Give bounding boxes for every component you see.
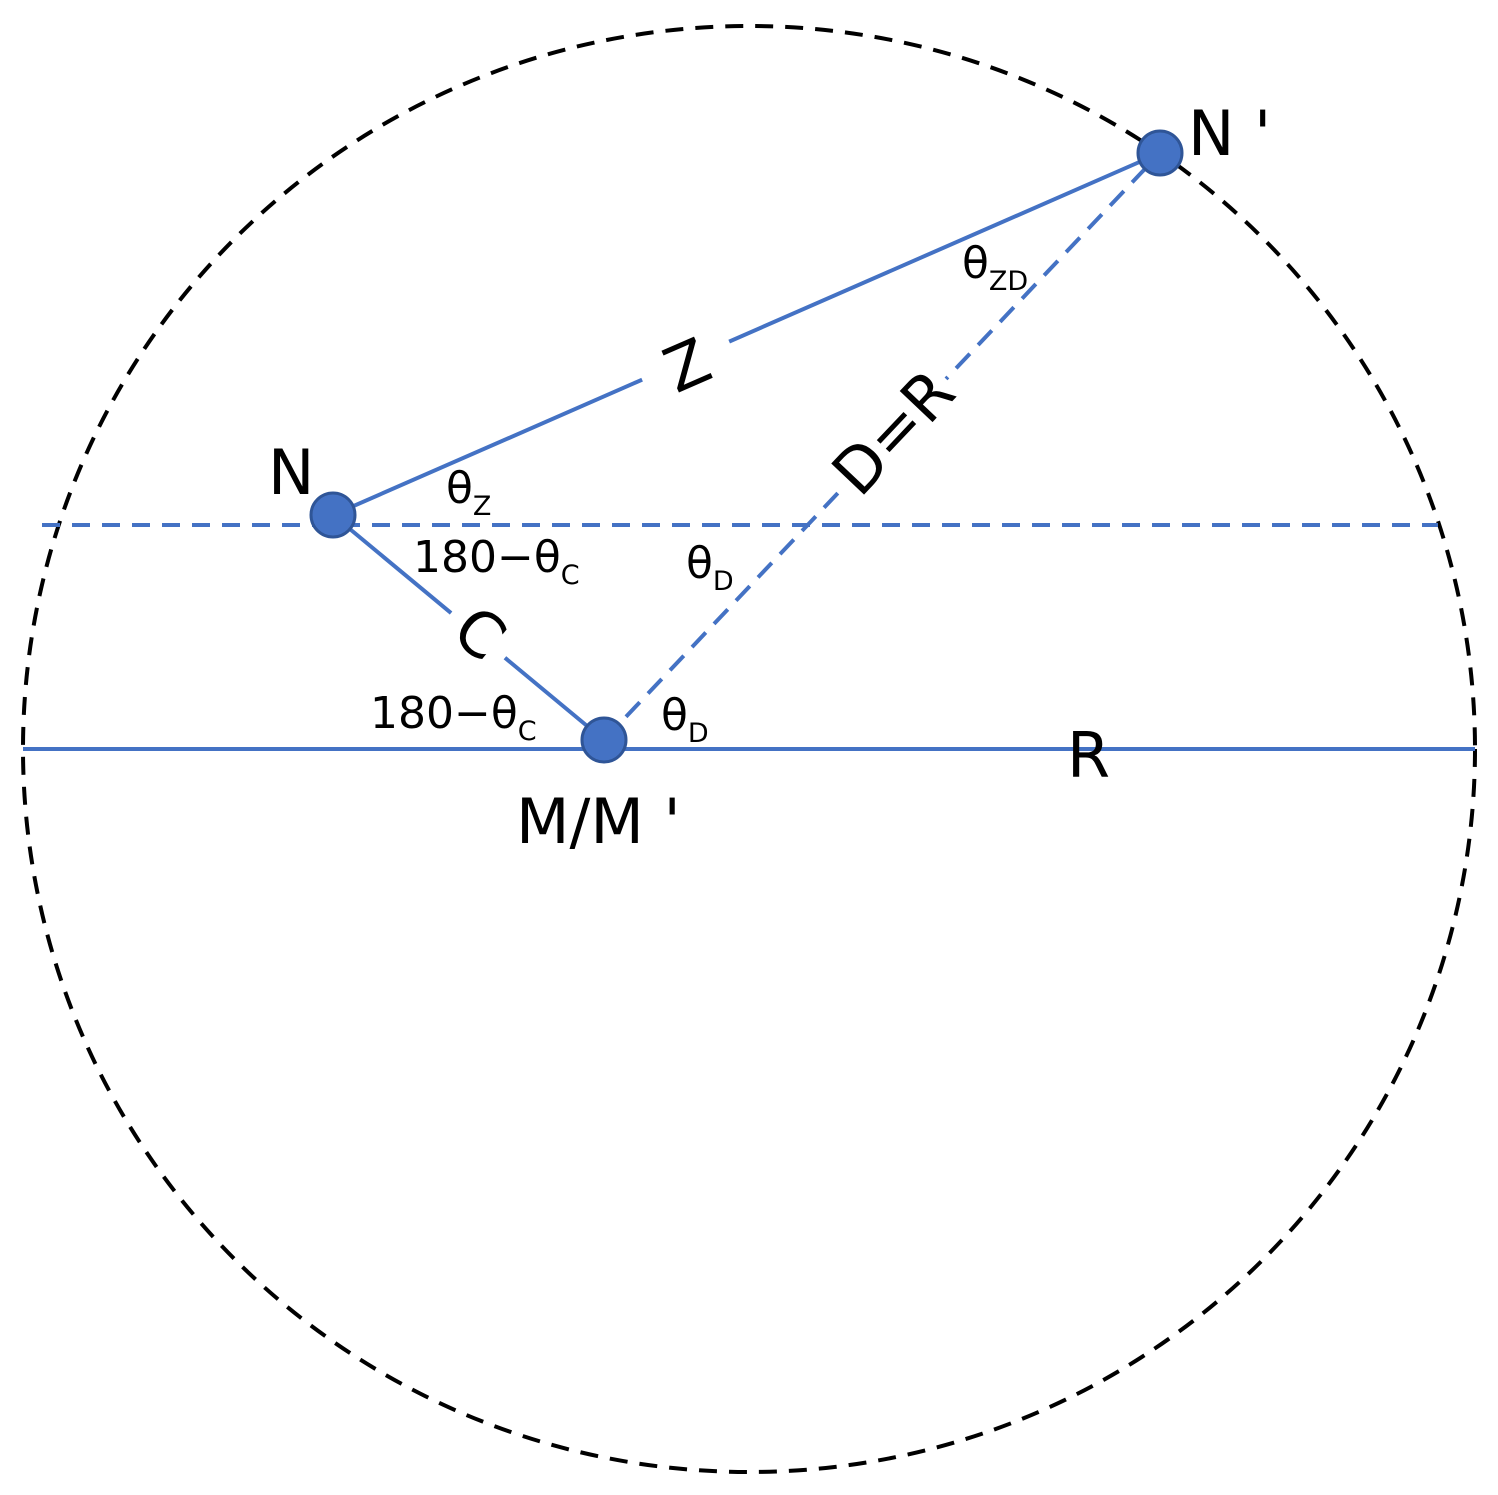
angle-theta-d-upper: θD xyxy=(686,538,734,597)
segment-z-label-gap xyxy=(628,310,747,420)
point-n-prime xyxy=(1136,129,1184,177)
label-r: R xyxy=(1067,719,1110,792)
label-c: C xyxy=(440,591,520,675)
segment-d-label-gap xyxy=(815,352,971,512)
angle-180-theta-c-lower: 180−θC xyxy=(370,688,537,747)
point-m xyxy=(580,716,628,764)
label-m: M/M ' xyxy=(516,785,681,858)
angle-180-theta-c-upper: 180−θC xyxy=(413,532,580,591)
angle-theta-z: θZ xyxy=(446,463,491,522)
label-n: N xyxy=(268,436,314,509)
angle-theta-zd: θZD xyxy=(962,238,1028,297)
point-n xyxy=(309,491,357,539)
segment-z xyxy=(332,151,1161,517)
segment-c-label-gap xyxy=(431,585,529,681)
angle-theta-d-lower: θD xyxy=(661,690,709,749)
label-n-prime: N ' xyxy=(1188,97,1271,170)
segment-d xyxy=(602,151,1162,742)
